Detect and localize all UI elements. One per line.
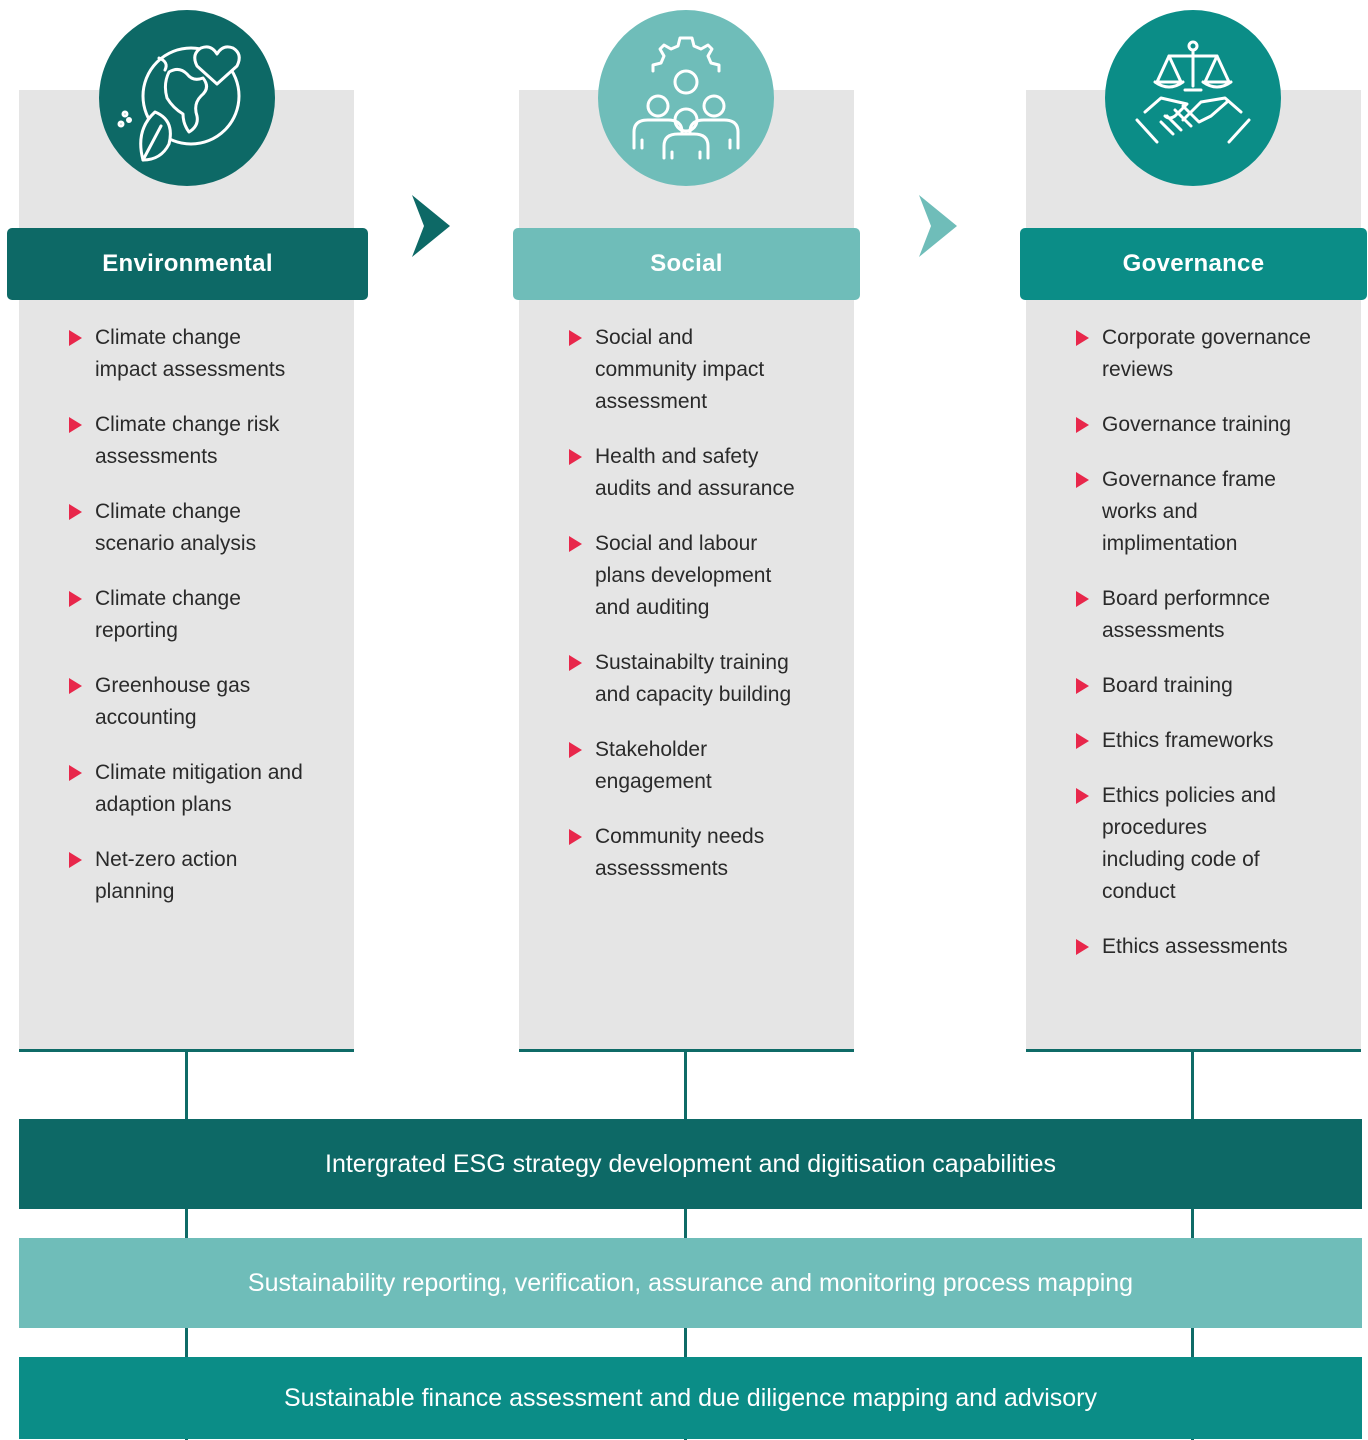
environmental-list: Climate change impact assessments Climat… [67,322,307,931]
governance-list: Corporate governance reviews Governance … [1074,322,1314,986]
list-item: Ethics frameworks [1074,725,1314,757]
arrow-right-icon [412,195,450,257]
list-item: Climate change risk assessments [67,409,307,473]
scales-handshake-icon [1135,40,1251,144]
list-item: Climate change impact assessments [67,322,307,386]
social-header: Social [513,228,860,300]
list-item: Greenhouse gas accounting [67,670,275,734]
list-item: Health and safety audits and assurance [567,441,810,505]
people-gear-icon [632,36,740,160]
finance-band: Sustainable finance assessment and due d… [19,1357,1362,1439]
list-item: Social and labour plans development and … [567,528,805,624]
list-item: Community needs assesssments [567,821,805,885]
list-item: Board performnce assessments [1074,583,1312,647]
list-item: Climate mitigation and adaption plans [67,757,320,821]
governance-header: Governance [1020,228,1367,300]
list-item: Ethics policies and procedures including… [1074,780,1277,908]
list-item: Governance training [1074,409,1314,441]
list-item: Ethics assessments [1074,931,1314,963]
list-item: Social and community impact assessment [567,322,795,418]
list-item: Governance frame works and implimentatio… [1074,464,1292,560]
environmental-header: Environmental [7,228,368,300]
environmental-icon-circle [99,10,275,186]
list-item: Sustainabilty training and capacity buil… [567,647,810,711]
list-item: Corporate governance reviews [1074,322,1322,386]
list-item: Net-zero action planning [67,844,280,908]
governance-icon-circle [1105,10,1281,186]
list-item: Climate change reporting [67,583,255,647]
esg-strategy-band: Intergrated ESG strategy development and… [19,1119,1362,1209]
list-item: Board training [1074,670,1314,702]
reporting-band: Sustainability reporting, verification, … [19,1238,1362,1328]
list-item: Climate change scenario analysis [67,496,307,560]
list-item: Stakeholder engagement [567,734,745,798]
social-icon-circle [598,10,774,186]
globe-heart-leaf-icon [117,45,241,162]
arrow-right-icon [919,195,957,257]
social-list: Social and community impact assessment H… [567,322,812,908]
